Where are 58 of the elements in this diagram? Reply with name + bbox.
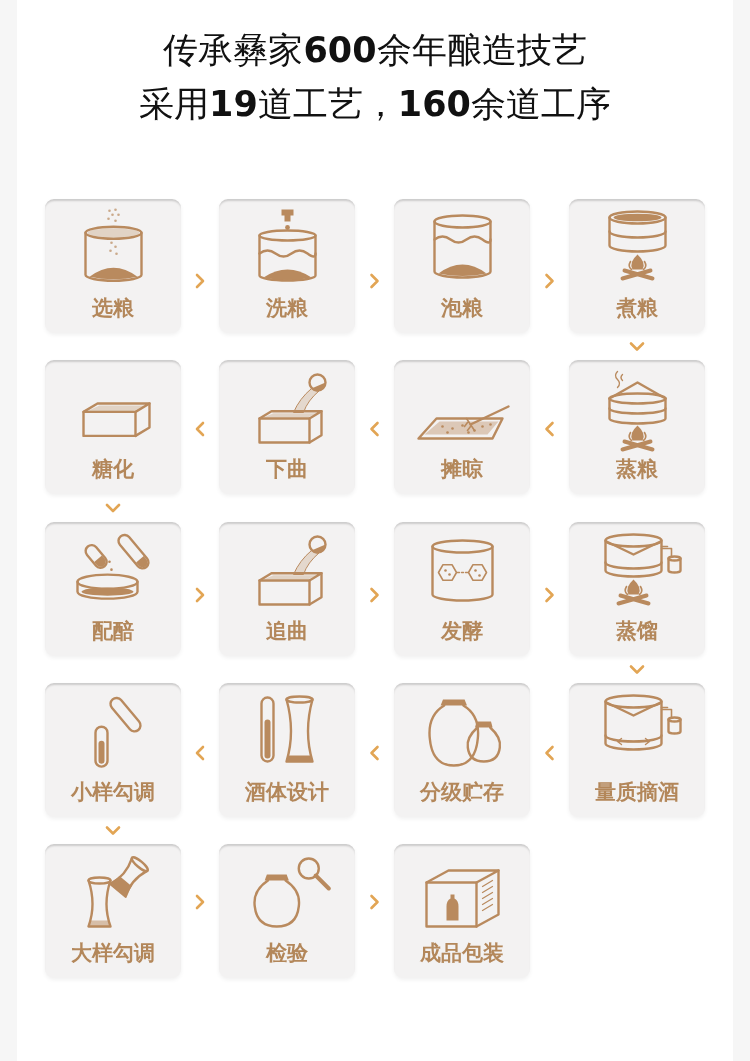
step-label: 酒体设计	[244, 779, 330, 805]
chevron-arrow	[195, 587, 205, 603]
step-label: 煮粮	[615, 295, 659, 321]
process-card	[569, 683, 705, 817]
process-card	[394, 360, 530, 494]
chevron-arrow	[370, 894, 379, 910]
chevron-arrow	[370, 273, 379, 289]
step-label: 泡粮	[440, 295, 484, 321]
process-card	[569, 522, 705, 656]
chevron-arrow	[195, 894, 205, 910]
chevron-arrow	[629, 665, 645, 674]
process-card	[394, 844, 530, 978]
chevron-arrow	[105, 826, 121, 835]
chevron-arrow	[195, 745, 205, 761]
process-card	[394, 199, 530, 333]
process-card	[219, 683, 355, 817]
step-label: 分级贮存	[418, 779, 505, 805]
process-card	[45, 844, 181, 978]
step-label: 大样勾调	[70, 940, 156, 966]
step-label: 蒸馏	[615, 618, 659, 644]
chevron-arrow	[105, 503, 121, 513]
step-label: 配醅	[91, 618, 135, 644]
chevron-arrow	[545, 745, 554, 761]
step-label: 洗粮	[265, 295, 309, 321]
step-label: 追曲	[265, 618, 309, 644]
chevron-arrow	[545, 587, 554, 603]
chevron-arrow	[545, 273, 554, 289]
process-card	[219, 199, 355, 333]
step-label: 摊晾	[439, 456, 484, 482]
process-card	[569, 360, 705, 494]
process-card	[569, 199, 705, 333]
step-label: 蒸粮	[615, 456, 659, 482]
process-card	[394, 683, 530, 817]
process-card	[219, 522, 355, 656]
chevron-arrow	[195, 421, 205, 437]
step-label: 小样勾调	[70, 779, 156, 805]
process-card	[45, 522, 181, 656]
chevron-arrow	[195, 273, 205, 289]
subtitle: 采用19道工艺，160余道工序	[139, 83, 611, 126]
step-label: 检验	[264, 940, 309, 966]
chevron-arrow	[370, 587, 379, 603]
step-label: 糖化	[90, 456, 135, 482]
step-label: 发酵	[440, 618, 484, 644]
chevron-arrow	[370, 745, 379, 761]
process-card	[45, 360, 181, 494]
process-card	[394, 522, 530, 656]
step-label: 选粮	[91, 295, 135, 321]
step-label: 量质摘酒	[594, 779, 680, 805]
step-label: 下曲	[265, 456, 309, 482]
process-card	[219, 844, 355, 978]
process-card	[219, 360, 355, 494]
chevron-arrow	[545, 421, 554, 437]
title: 传承彝家600余年酿造技艺	[163, 29, 587, 72]
chevron-arrow	[629, 342, 645, 351]
process-card	[45, 199, 181, 333]
step-label: 成品包装	[419, 940, 505, 966]
process-card	[45, 683, 181, 817]
chevron-arrow	[370, 421, 379, 437]
